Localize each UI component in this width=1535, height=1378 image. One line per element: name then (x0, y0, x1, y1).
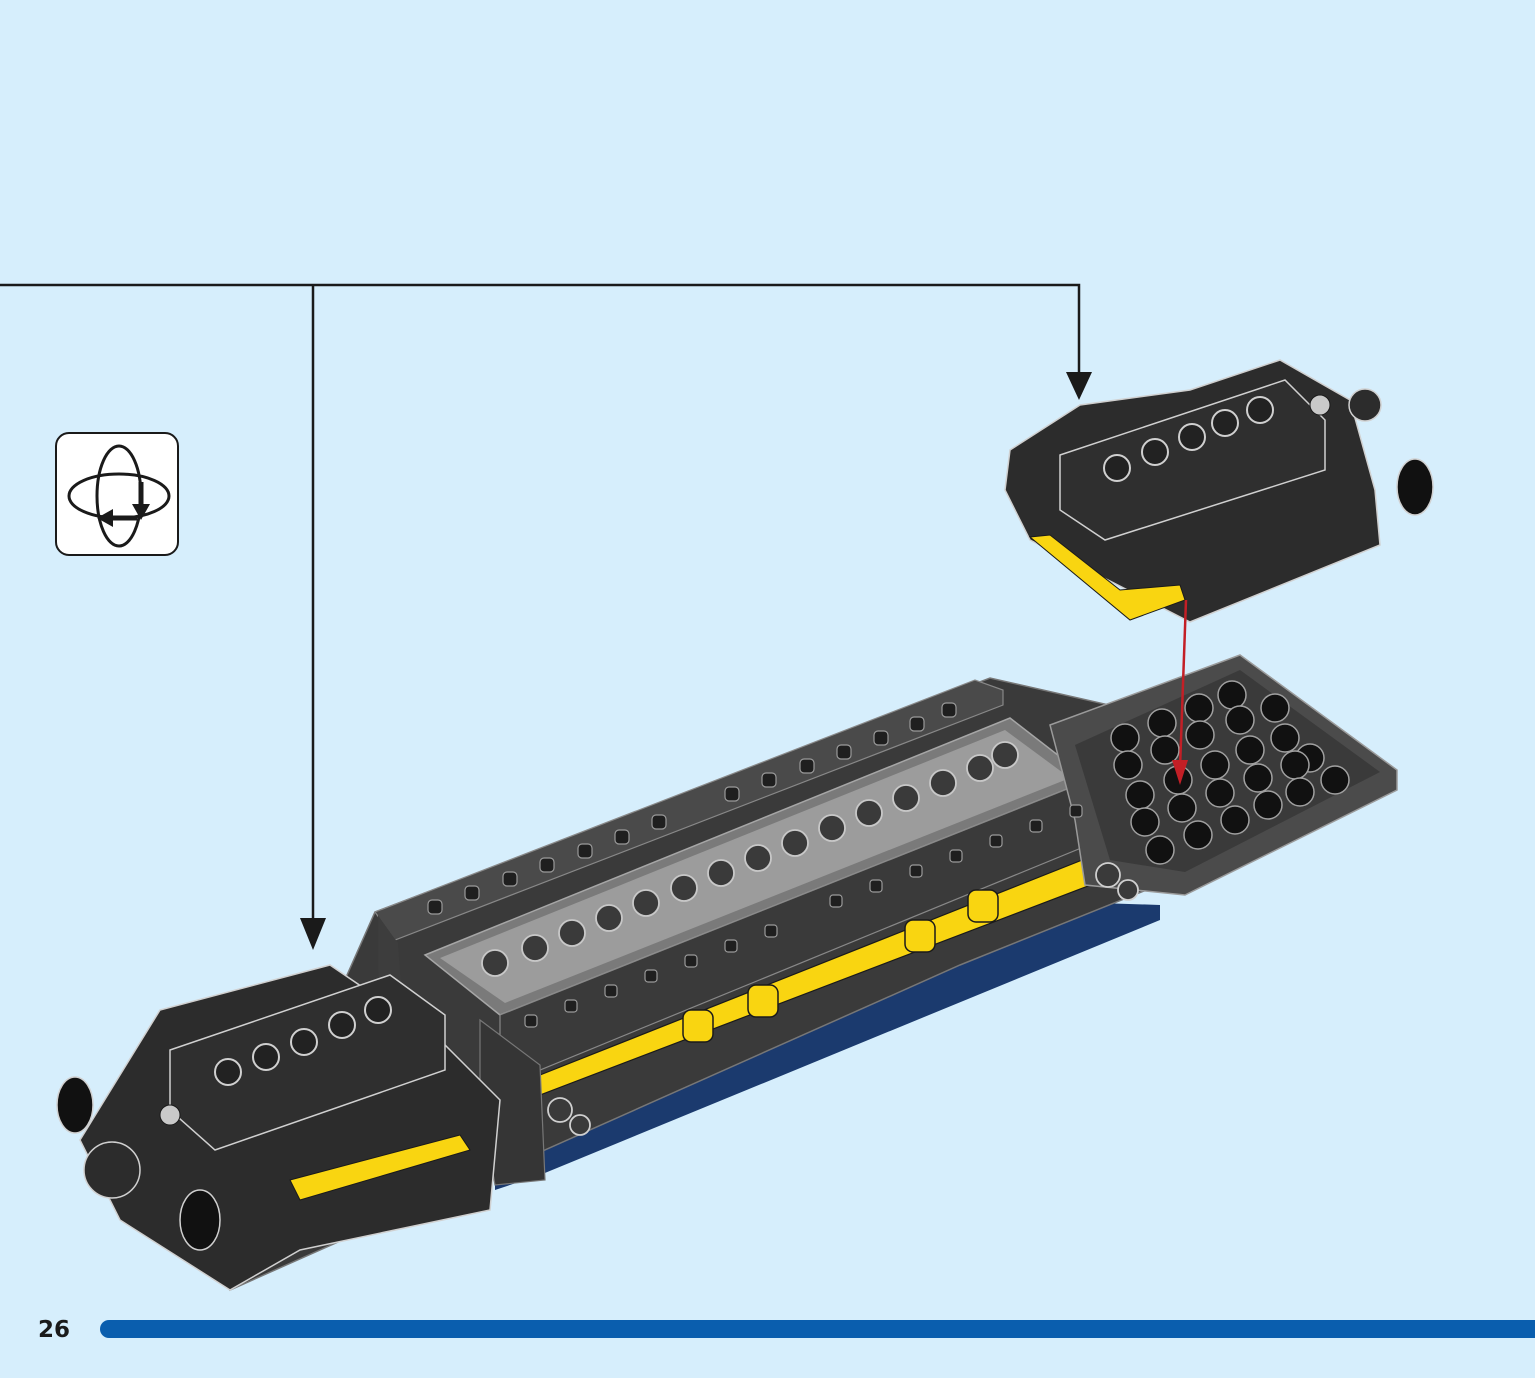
placement-arrow (1172, 599, 1188, 785)
progress-track (100, 1320, 1535, 1338)
front-plate-studs (1110, 680, 1350, 865)
callout-lines (0, 283, 1081, 925)
technic-pins (547, 862, 1139, 1136)
callout-arrowhead-left (300, 918, 326, 950)
callout-arrowhead-right (1066, 372, 1092, 400)
yellow-bar-connectors (682, 889, 999, 1043)
left-engine-studs (214, 996, 392, 1086)
page-number: 26 (38, 1317, 71, 1343)
rotate-model-icon (67, 444, 171, 548)
rail-studs (427, 702, 1083, 1028)
right-engine-studs (1103, 396, 1274, 482)
progress-bar (100, 1320, 1535, 1338)
channel-studs (481, 741, 1019, 977)
rotate-model-callout (55, 432, 179, 556)
